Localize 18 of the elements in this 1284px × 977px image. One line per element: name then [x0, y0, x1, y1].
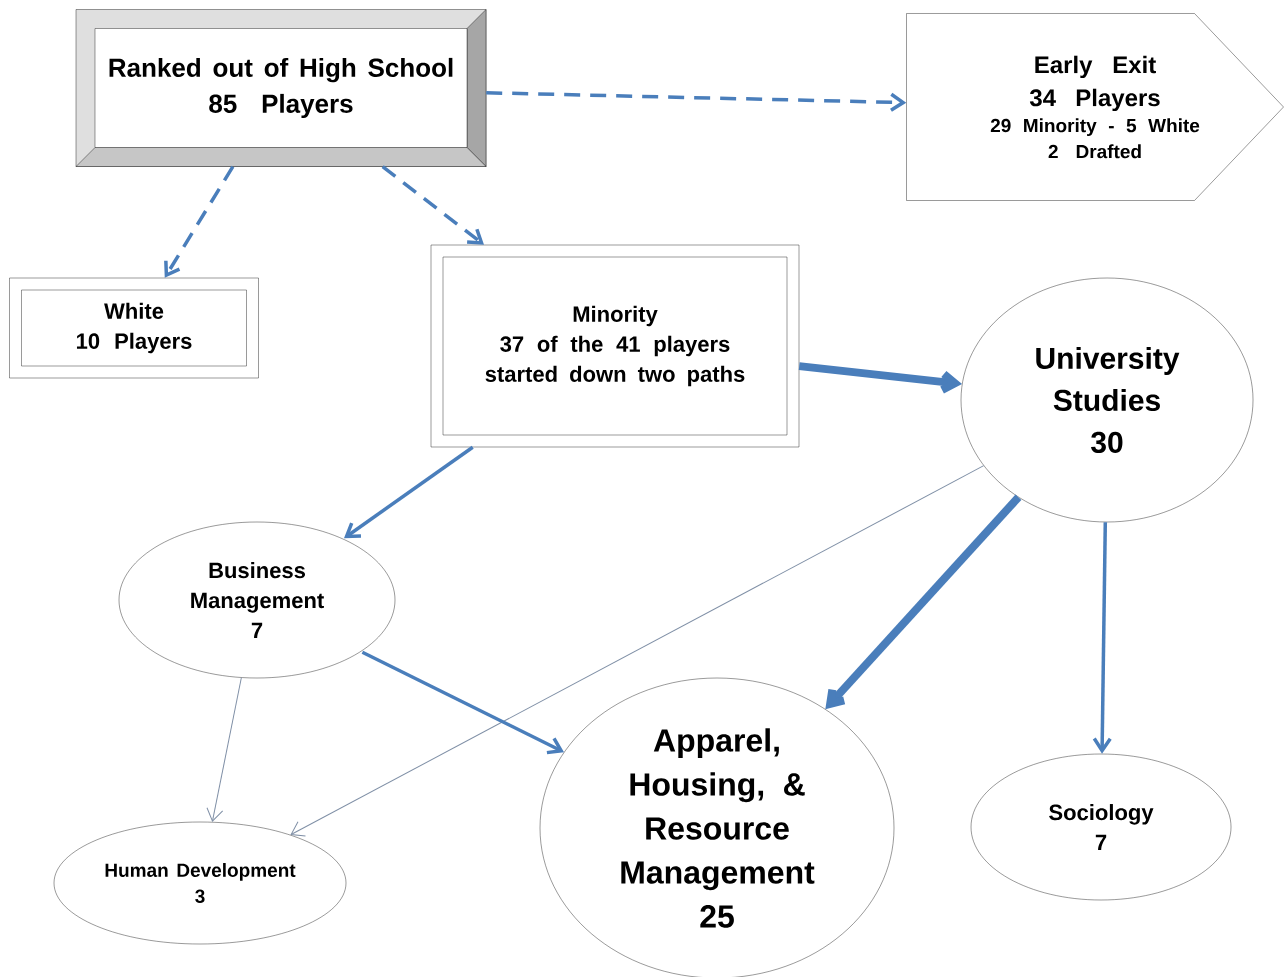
arrow — [381, 165, 484, 245]
arrow — [798, 362, 963, 394]
arrow — [361, 650, 565, 755]
arrow — [290, 465, 985, 837]
ellipse-node: Human Development 3 — [53, 821, 347, 945]
double-border-box: White 10 Players — [9, 277, 259, 379]
arrow — [825, 494, 1022, 710]
ellipse-node: University Studies 30 — [960, 277, 1254, 523]
arrow — [206, 677, 242, 822]
arrow — [164, 165, 235, 278]
beveled-box: Ranked out of High School 85 Players — [75, 9, 487, 167]
arrow — [1092, 522, 1112, 754]
ellipse-node: Sociology 7 — [970, 753, 1232, 901]
pentagon-arrow-box: Early Exit 34 Players 29 Minority - 5 White 2 Drafted — [906, 13, 1284, 201]
arrow — [486, 91, 907, 112]
ellipse-node: Business Management 7 — [118, 521, 396, 679]
arrow — [343, 445, 474, 539]
double-border-box: Minority 37 of the 41 players started down two paths — [430, 244, 800, 448]
